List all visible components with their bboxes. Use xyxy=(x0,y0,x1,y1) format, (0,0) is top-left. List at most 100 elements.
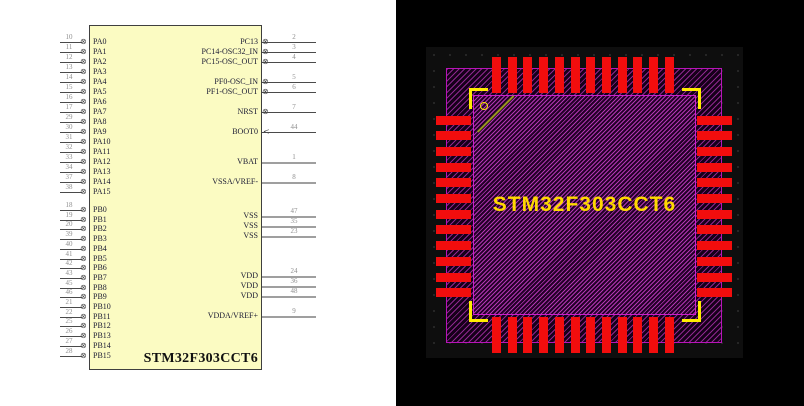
pin-line[interactable] xyxy=(60,52,82,53)
pin-line[interactable] xyxy=(262,62,316,63)
smd-pad[interactable] xyxy=(436,131,471,141)
smd-pad[interactable] xyxy=(697,209,732,219)
smd-pad[interactable] xyxy=(601,57,611,93)
pin-line[interactable] xyxy=(262,132,316,133)
component-symbol-body[interactable]: STM32F303CCT6 xyxy=(89,25,262,370)
smd-pad[interactable] xyxy=(601,317,611,353)
pin-line[interactable] xyxy=(60,345,82,347)
smd-pad[interactable] xyxy=(570,57,580,93)
smd-pad[interactable] xyxy=(649,317,658,353)
smd-pad[interactable] xyxy=(586,317,596,353)
pin-line[interactable] xyxy=(60,112,82,113)
pin-line[interactable] xyxy=(60,152,82,153)
pin-line[interactable] xyxy=(60,287,82,289)
pin-line[interactable] xyxy=(60,122,82,123)
pin-line[interactable] xyxy=(262,285,316,288)
smd-pad[interactable] xyxy=(697,194,732,203)
pin-line[interactable] xyxy=(262,225,316,228)
pin-number: 20 xyxy=(65,220,73,229)
smd-pad[interactable] xyxy=(507,317,517,353)
pin-line[interactable] xyxy=(60,239,82,241)
pin-line[interactable] xyxy=(60,72,82,73)
pin-line[interactable] xyxy=(262,42,316,43)
smd-pad[interactable] xyxy=(523,57,533,93)
smd-pad[interactable] xyxy=(697,288,732,298)
pin-line[interactable] xyxy=(60,316,82,318)
smd-pad[interactable] xyxy=(697,162,732,172)
pin-line[interactable] xyxy=(60,336,82,338)
smd-pad[interactable] xyxy=(539,317,549,353)
smd-pad[interactable] xyxy=(697,241,732,251)
smd-pad[interactable] xyxy=(697,115,732,125)
smd-pad[interactable] xyxy=(492,317,501,353)
smd-pad[interactable] xyxy=(664,57,674,93)
pin-line[interactable] xyxy=(60,277,82,279)
pin-line[interactable] xyxy=(262,295,316,298)
smd-pad[interactable] xyxy=(664,317,674,353)
pin-line[interactable] xyxy=(262,112,316,113)
smd-pad[interactable] xyxy=(436,178,471,188)
smd-pad[interactable] xyxy=(436,241,471,251)
pin-line[interactable] xyxy=(60,297,82,299)
smd-pad[interactable] xyxy=(633,317,643,353)
pin-line[interactable] xyxy=(60,307,82,308)
pin-line[interactable] xyxy=(60,162,82,163)
pin-line[interactable] xyxy=(60,142,82,143)
smd-pad[interactable] xyxy=(436,162,471,172)
smd-pad[interactable] xyxy=(649,57,658,93)
smd-pad[interactable] xyxy=(436,272,471,282)
pin-line[interactable] xyxy=(60,258,82,260)
smd-pad[interactable] xyxy=(697,256,732,266)
smd-pad[interactable] xyxy=(554,317,564,353)
pin-line[interactable] xyxy=(262,315,316,318)
smd-pad[interactable] xyxy=(697,272,732,282)
smd-pad[interactable] xyxy=(436,288,471,298)
pin-line[interactable] xyxy=(262,52,316,53)
smd-pad[interactable] xyxy=(697,146,732,156)
pin-line[interactable] xyxy=(60,82,82,83)
pin-line[interactable] xyxy=(60,172,82,173)
pin-line[interactable] xyxy=(262,82,316,83)
smd-pad[interactable] xyxy=(617,317,627,353)
smd-pad[interactable] xyxy=(617,57,627,93)
pin-line[interactable] xyxy=(60,42,82,43)
pin-line[interactable] xyxy=(60,92,82,93)
smd-pad[interactable] xyxy=(436,194,471,203)
pin-line[interactable] xyxy=(262,235,316,238)
smd-pad[interactable] xyxy=(492,57,501,93)
pin-line[interactable] xyxy=(60,62,82,63)
smd-pad[interactable] xyxy=(436,115,471,125)
smd-pad[interactable] xyxy=(697,225,732,235)
pin-line[interactable] xyxy=(60,210,82,211)
smd-pad[interactable] xyxy=(436,146,471,156)
smd-pad[interactable] xyxy=(523,317,533,353)
pin-line[interactable] xyxy=(262,215,316,218)
pin-line[interactable] xyxy=(60,102,82,103)
pin-line[interactable] xyxy=(60,355,82,357)
pin-line[interactable] xyxy=(262,181,316,184)
smd-pad[interactable] xyxy=(436,225,471,235)
smd-pad[interactable] xyxy=(436,256,471,266)
pin-line[interactable] xyxy=(60,132,82,133)
pin-line[interactable] xyxy=(60,326,82,328)
pin-line[interactable] xyxy=(60,268,82,270)
component-body-hatch[interactable] xyxy=(473,95,696,315)
pin-line[interactable] xyxy=(60,192,82,193)
pin-line[interactable] xyxy=(262,275,316,278)
pin-line[interactable] xyxy=(262,92,316,93)
smd-pad[interactable] xyxy=(697,178,732,188)
pin-line[interactable] xyxy=(262,161,316,164)
pin-line[interactable] xyxy=(60,219,82,221)
pin-line[interactable] xyxy=(60,229,82,231)
pin-glyph-xcircle-icon: ⊗ xyxy=(80,302,87,311)
smd-pad[interactable] xyxy=(570,317,580,353)
smd-pad[interactable] xyxy=(586,57,596,93)
smd-pad[interactable] xyxy=(697,131,732,141)
smd-pad[interactable] xyxy=(554,57,564,93)
pin-line[interactable] xyxy=(60,248,82,250)
smd-pad[interactable] xyxy=(539,57,549,93)
smd-pad[interactable] xyxy=(436,209,471,219)
smd-pad[interactable] xyxy=(633,57,643,93)
smd-pad[interactable] xyxy=(507,57,517,93)
pin-line[interactable] xyxy=(60,182,82,183)
